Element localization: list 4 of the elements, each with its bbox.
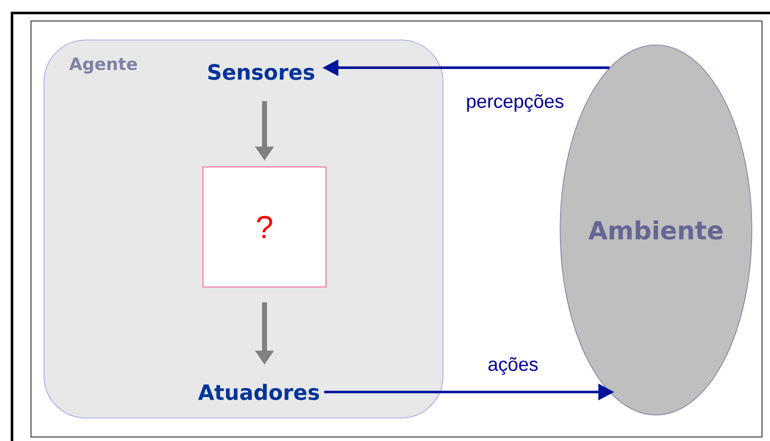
component-label: Atuadores — [198, 384, 319, 400]
component-label: Sensores — [208, 64, 314, 80]
process-box: ? — [202, 166, 326, 288]
edge-label: ações — [488, 357, 538, 375]
